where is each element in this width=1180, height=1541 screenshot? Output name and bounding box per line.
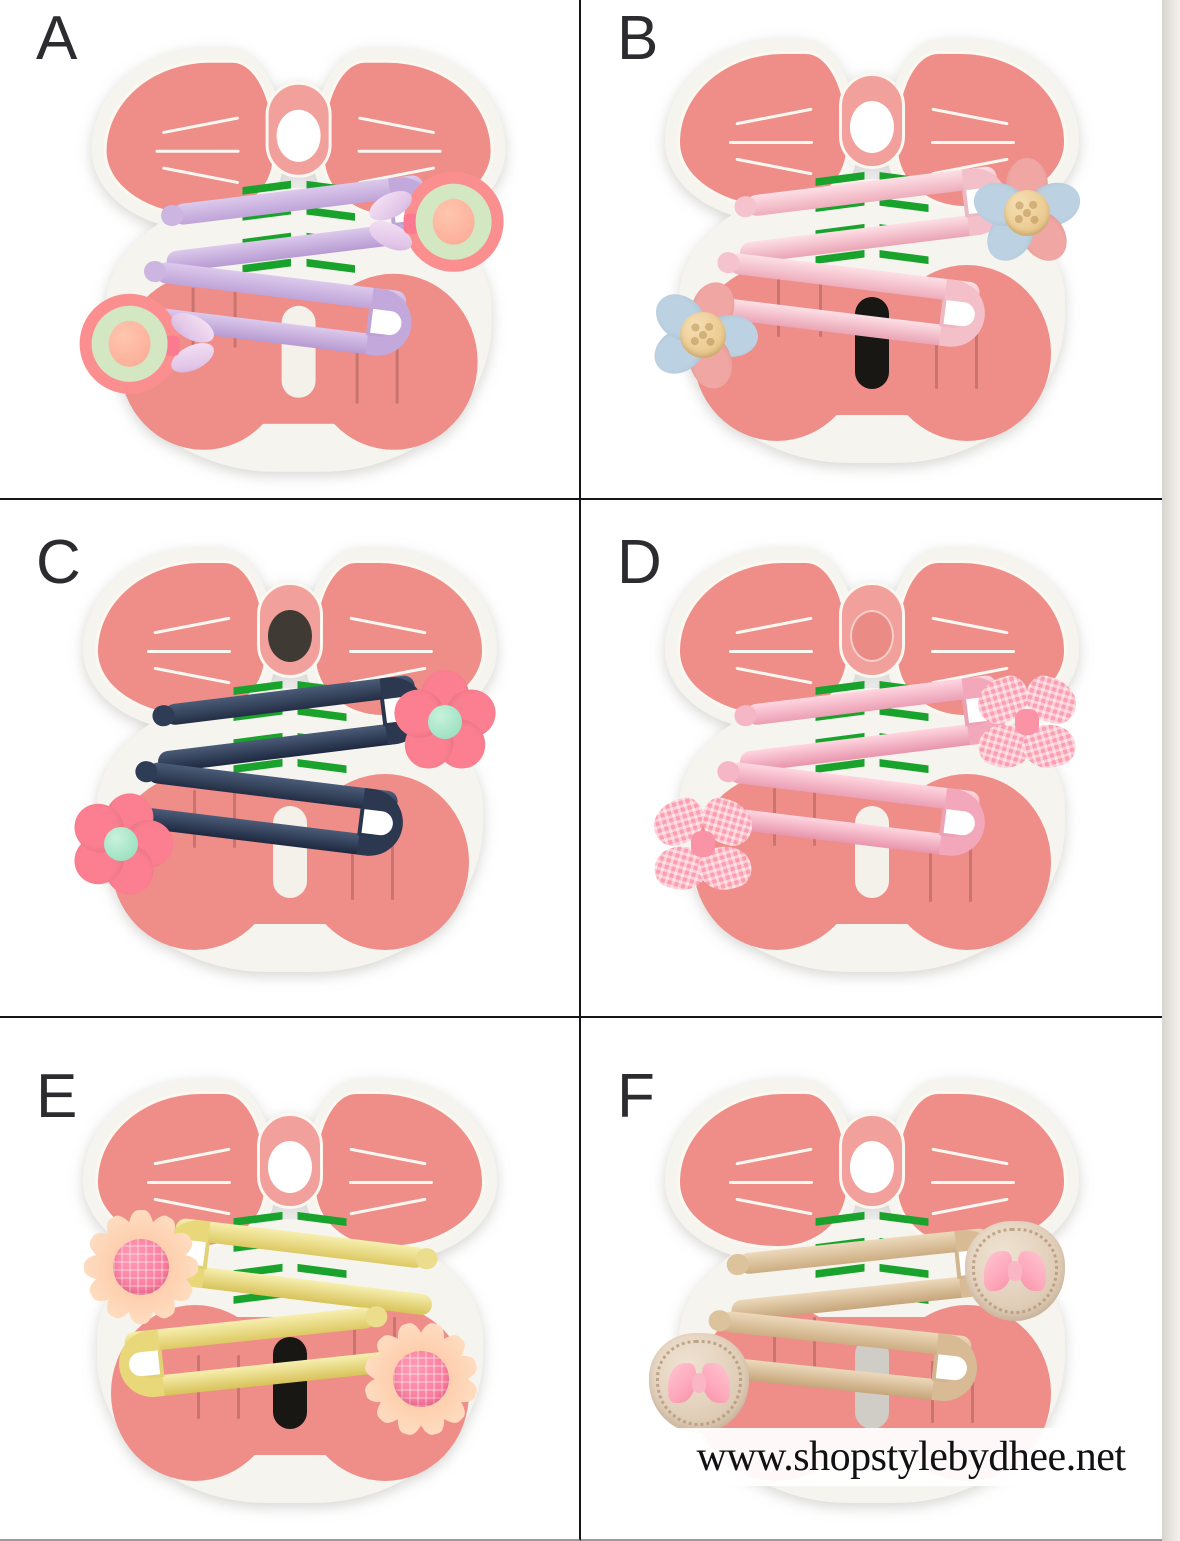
product-card-b [645,29,1087,469]
gingham-bow-decoration [647,792,758,897]
variant-label-d: D [617,528,662,597]
hang-hole [267,1140,312,1193]
card-slit [395,337,399,404]
card-center-tab [281,305,316,398]
hang-hole [849,1140,894,1193]
flower-decoration [77,292,219,396]
flower-decoration [364,170,505,274]
variant-label-b: B [617,4,659,73]
product-card-e [75,1069,505,1509]
hang-hole [276,109,321,162]
product-card-a [79,38,513,478]
hang-hole [267,610,312,662]
bow-whisker [155,149,240,153]
watermark-text: www.shopstylebydhee.net [696,1434,1126,1480]
card-center-tab [854,297,889,389]
variant-cell-c[interactable]: C [0,500,581,1018]
card-center-tab [272,806,307,898]
variant-label-e: E [36,1062,78,1131]
pink-bow-icon [667,1362,730,1403]
gingham-bow-decoration [971,670,1082,775]
variant-label-f: F [617,1062,655,1131]
hang-hole [849,101,894,153]
flower-decoration [64,787,173,901]
watermark: www.shopstylebydhee.net [660,1428,1162,1486]
flower-decoration [387,670,502,779]
variant-cell-b[interactable]: B [581,0,1162,500]
pink-bow-icon [983,1250,1046,1291]
card-slit [355,337,359,404]
card-center-tab [854,806,889,898]
daisy-decoration [967,158,1086,270]
page-edge-strip [1162,0,1180,1541]
card-backer [83,38,513,478]
cookie-decoration [647,1331,751,1435]
product-card-d [647,538,1087,978]
daisy-decoration [645,276,759,394]
cookie-decoration [963,1219,1067,1323]
product-card-c [64,538,505,978]
variant-cell-a[interactable]: A [0,0,581,500]
sunflower-decoration [362,1320,479,1438]
variant-cell-d[interactable]: D [581,500,1162,1018]
bow-whisker [357,149,442,153]
variant-label-a: A [36,4,78,73]
hang-hole [849,610,894,662]
variant-label-c: C [36,528,81,597]
variant-cell-e[interactable]: E [0,1018,581,1541]
sunflower-decoration [83,1209,198,1324]
